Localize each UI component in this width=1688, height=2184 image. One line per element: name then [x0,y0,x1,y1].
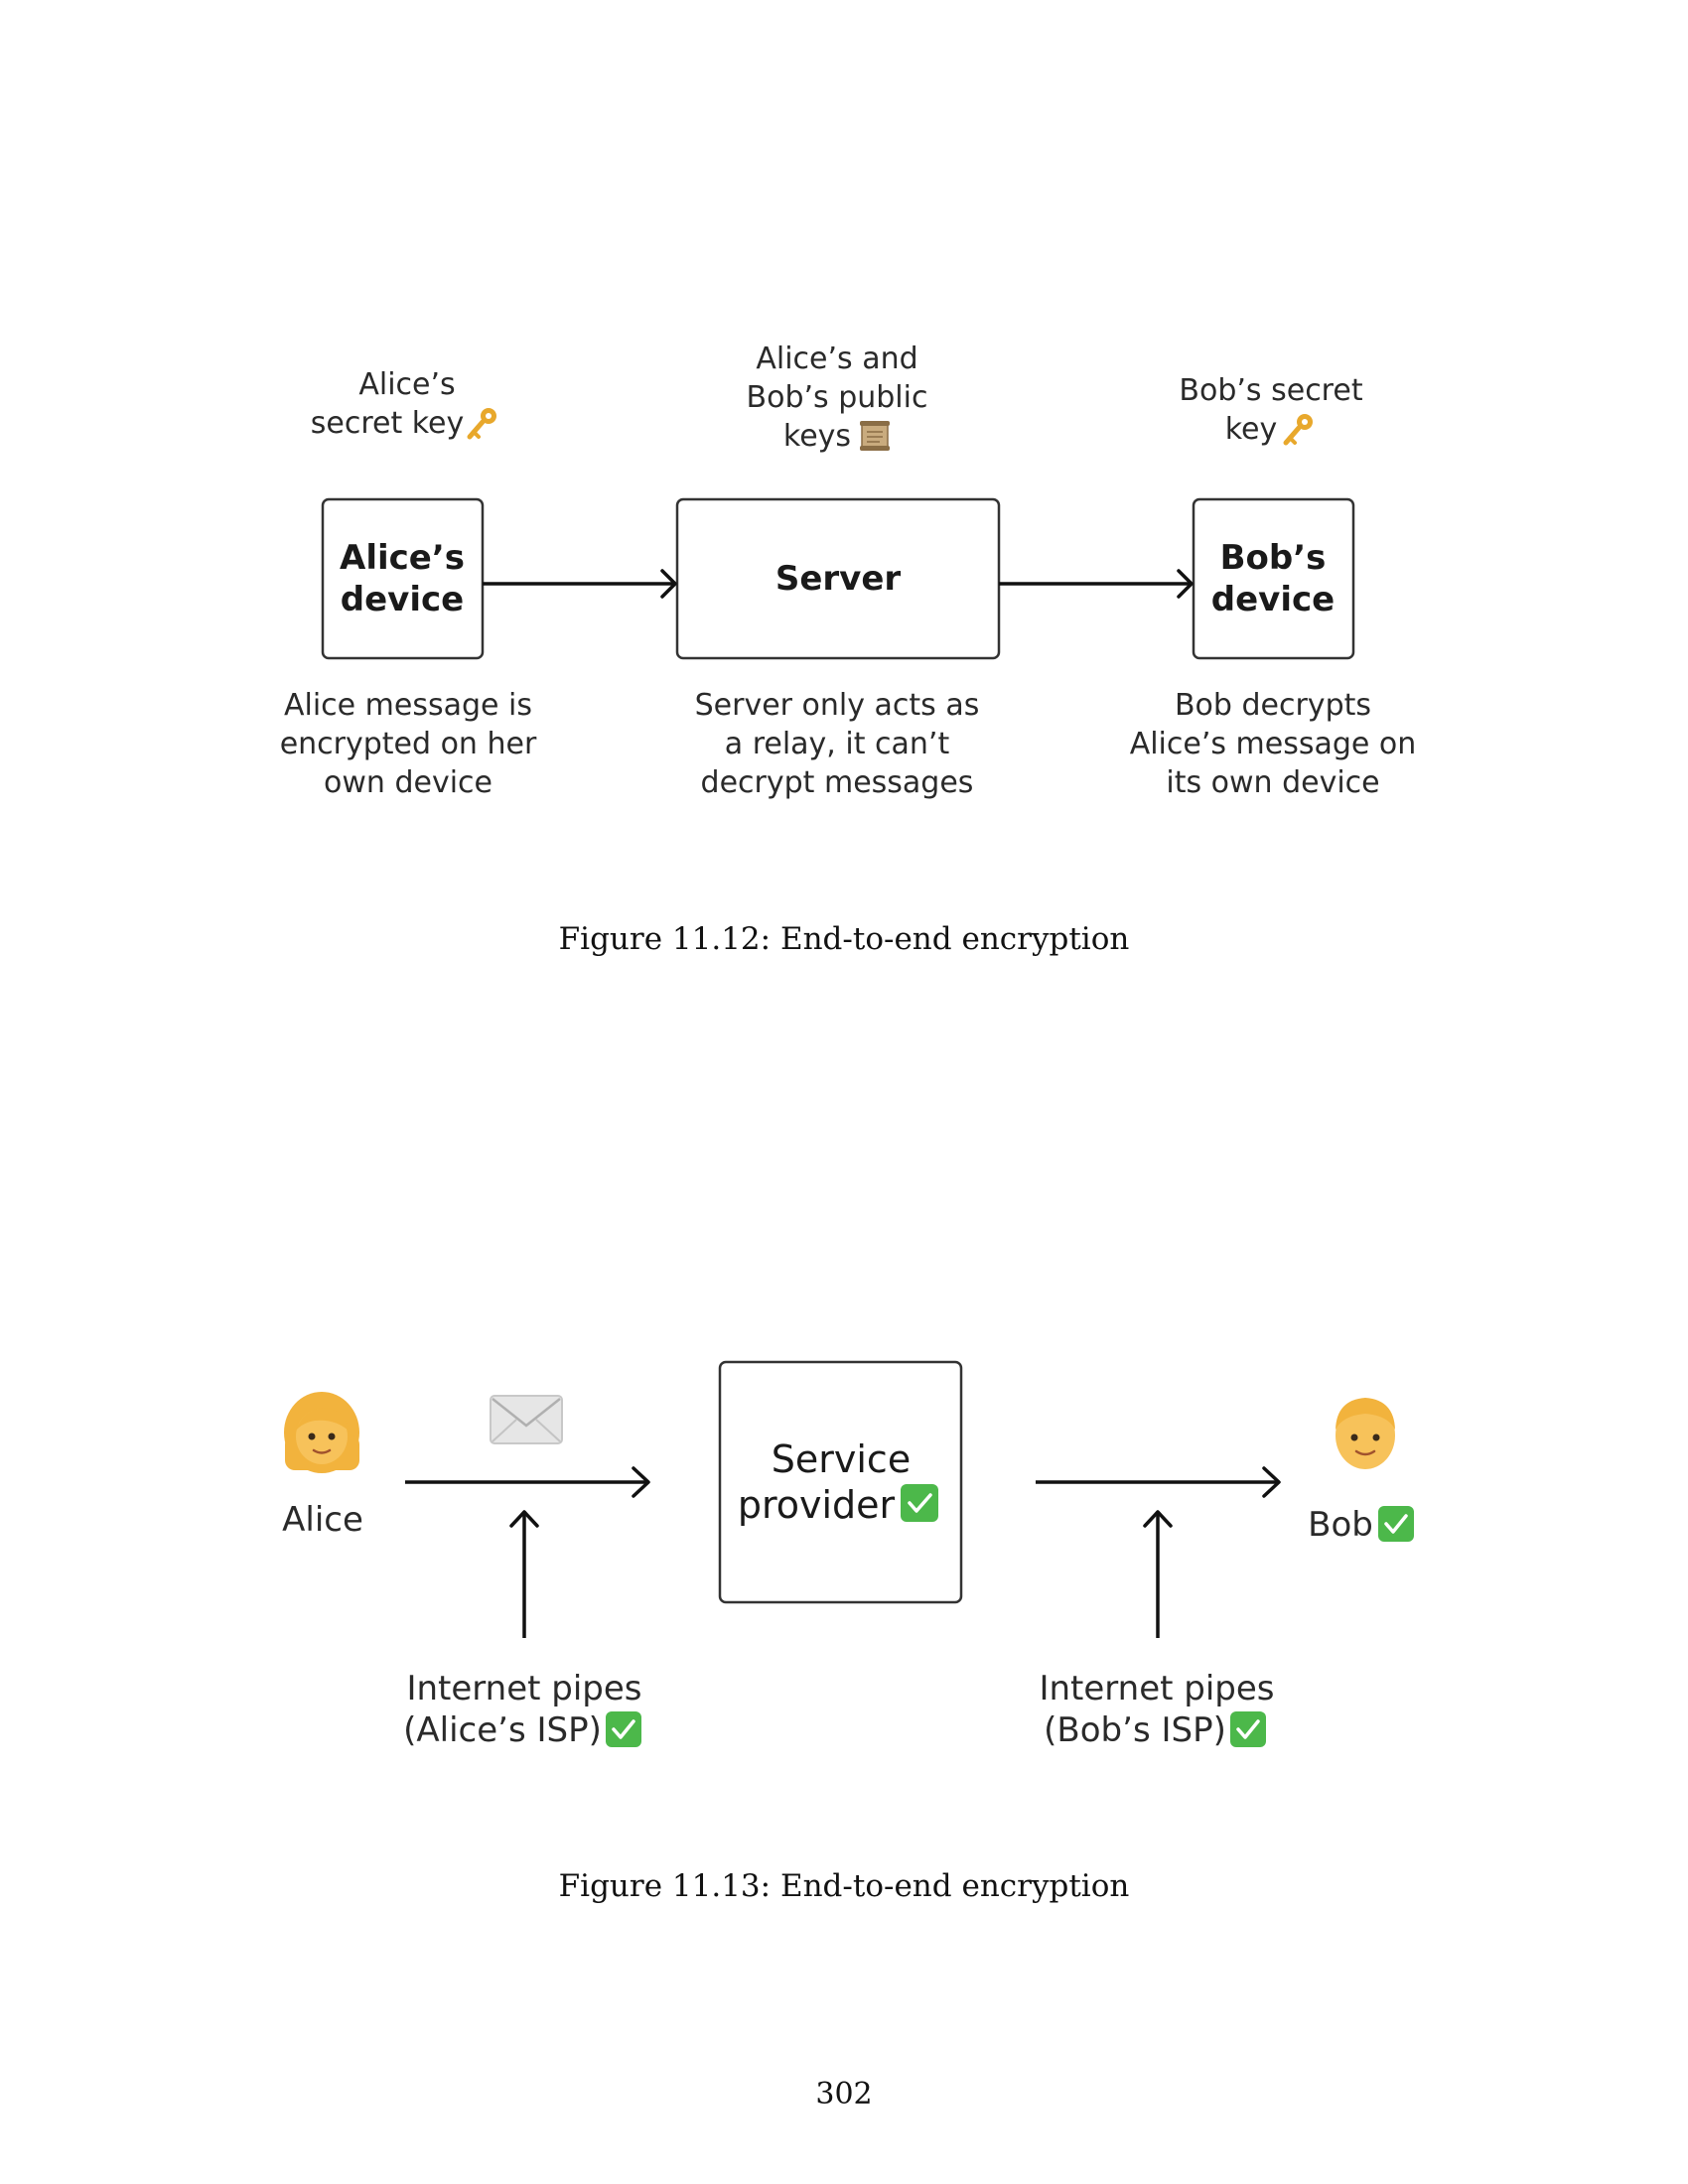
svg-text:(Alice’s ISP): (Alice’s ISP) [403,1710,602,1750]
key-icon [467,408,496,440]
svg-text:provider: provider [738,1483,896,1527]
svg-text:keys: keys [783,419,851,454]
svg-text:Alice message is: Alice message is [284,688,532,723]
svg-text:(Bob’s ISP): (Bob’s ISP) [1044,1710,1226,1750]
svg-text:Internet pipes: Internet pipes [1039,1669,1274,1708]
svg-text:Server: Server [775,559,902,599]
svg-text:Service: Service [772,1437,911,1481]
svg-text:its own device: its own device [1166,765,1379,800]
alice-device-node: Alice’s device [321,497,485,660]
edge-alice-to-provider [405,1466,650,1498]
svg-text:Bob: Bob [1308,1505,1373,1545]
figure-caption-2: Figure 11.13: End-to-end encryption [558,1868,1130,1904]
svg-text:own device: own device [324,765,492,800]
svg-text:Bob decrypts: Bob decrypts [1175,688,1371,723]
check-icon [1230,1711,1266,1747]
check-icon [606,1711,641,1747]
e2e-encryption-diagram-1: Alice’s secret key Alice’s and Bob’s pub… [280,341,1417,800]
edge-alice-to-server [483,569,677,599]
alice-isp-label: Internet pipes (Alice’s ISP) [403,1669,641,1750]
svg-text:Alice’s: Alice’s [358,367,455,402]
check-icon [901,1484,938,1522]
alice-label: Alice [282,1500,363,1540]
page-number: 302 [815,2077,873,2112]
check-icon [1378,1506,1414,1542]
svg-text:key: key [1225,412,1278,447]
svg-text:Alice’s message on: Alice’s message on [1130,727,1417,761]
edge-alice-isp [509,1510,539,1638]
key-icon [1283,414,1313,446]
server-node: Server [675,497,1001,660]
edge-provider-to-bob [1036,1466,1281,1498]
woman-icon [284,1392,359,1473]
svg-text:encrypted on her: encrypted on her [280,727,537,761]
svg-text:a relay, it can’t: a relay, it can’t [725,727,950,761]
svg-text:Server only acts as: Server only acts as [695,688,980,723]
svg-text:device: device [1211,580,1335,619]
scroll-icon [860,421,890,451]
svg-text:device: device [341,580,464,619]
server-description: Server only acts as a relay, it can’t de… [695,688,980,800]
bob-label: Bob [1308,1505,1414,1545]
svg-text:Alice’s and: Alice’s and [756,341,917,376]
bob-secret-key-label: Bob’s secret key [1179,373,1362,447]
alice-description: Alice message is encrypted on her own de… [280,688,537,800]
figure-caption-1: Figure 11.12: End-to-end encryption [558,921,1130,957]
svg-text:secret key: secret key [311,406,465,441]
bob-device-node: Bob’s device [1192,497,1355,660]
svg-text:Alice’s: Alice’s [340,538,465,578]
bob-isp-label: Internet pipes (Bob’s ISP) [1039,1669,1274,1750]
service-provider-node: Service provider [718,1360,963,1604]
man-icon [1336,1398,1395,1469]
public-keys-label: Alice’s and Bob’s public keys [747,341,928,454]
e2e-encryption-diagram-2: Alice Service provider [282,1360,1414,1750]
svg-text:Bob’s secret: Bob’s secret [1179,373,1362,408]
alice-secret-key-label: Alice’s secret key [311,367,496,441]
svg-text:Internet pipes: Internet pipes [406,1669,641,1708]
edge-server-to-bob [999,569,1194,599]
svg-text:Bob’s: Bob’s [1220,538,1327,578]
svg-text:decrypt messages: decrypt messages [701,765,974,800]
bob-description: Bob decrypts Alice’s message on its own … [1130,688,1417,800]
svg-text:Bob’s public: Bob’s public [747,380,928,415]
envelope-icon [490,1395,563,1444]
edge-bob-isp [1143,1510,1173,1638]
